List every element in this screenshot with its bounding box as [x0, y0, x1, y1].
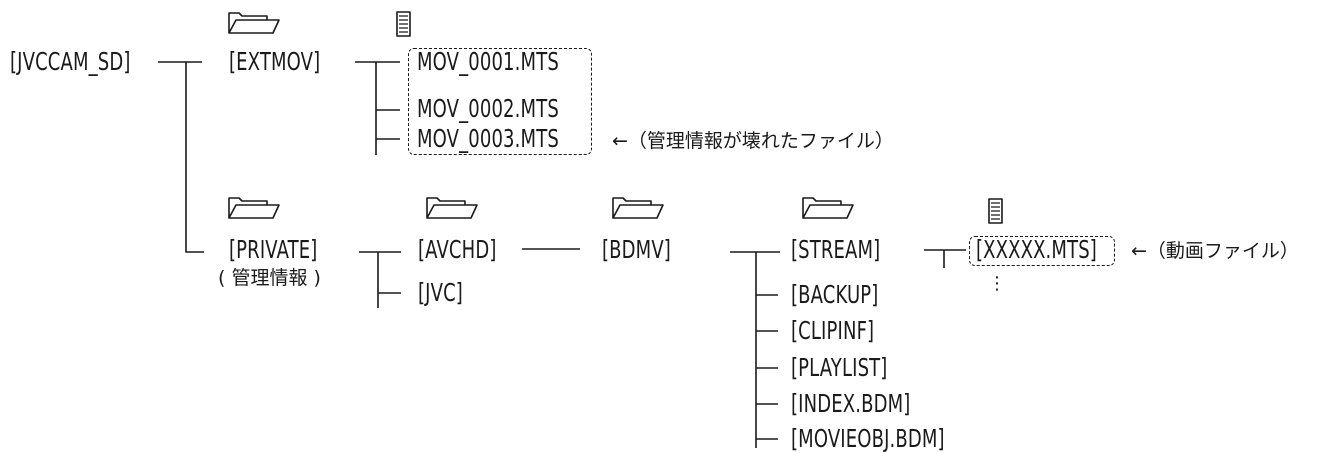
- bdmv-child-playlist: [PLAYLIST]: [791, 353, 888, 382]
- connector-line: [924, 249, 966, 268]
- extmov-file-2: MOV_0002.MTS: [417, 94, 559, 123]
- folder-icon: [228, 197, 280, 219]
- video-file-note: ←（動画ファイル）: [1131, 240, 1299, 262]
- file-icon: [988, 198, 1003, 224]
- bdmv-child-movieobj: [MOVIEOBJ.BDM]: [791, 424, 945, 453]
- dashed-box-stream-file: [969, 236, 1115, 266]
- jvc-folder-label: [JVC]: [418, 278, 463, 307]
- bdmv-child-clipinf: [CLIPINF]: [791, 316, 875, 345]
- stream-file-label: [XXXXX.MTS]: [976, 235, 1097, 264]
- dashed-box-extmov-files: [408, 48, 592, 155]
- extmov-file-1: MOV_0001.MTS: [417, 47, 559, 76]
- broken-file-note: ←（管理情報が壊れたファイル）: [612, 130, 894, 152]
- connector-line: [355, 61, 400, 155]
- bdmv-child-index: [INDEX.BDM]: [791, 389, 911, 418]
- connector-line: [158, 61, 204, 253]
- extmov-folder-label: [EXTMOV]: [229, 47, 321, 76]
- bdmv-child-backup: [BACKUP]: [791, 280, 879, 309]
- extmov-file-3: MOV_0003.MTS: [417, 124, 559, 153]
- connector-line: [730, 251, 780, 448]
- folder-icon: [612, 197, 664, 219]
- root-folder-label: [JVCCAM_SD]: [10, 47, 131, 76]
- private-folder-label: [PRIVATE]: [229, 235, 318, 264]
- private-caption: ( 管理情報 ): [218, 267, 321, 289]
- bdmv-folder-label: [BDMV]: [602, 235, 671, 264]
- connector-line: [359, 251, 401, 308]
- folder-icon: [228, 12, 280, 34]
- bdmv-child-stream: [STREAM]: [791, 235, 881, 264]
- file-icon: [396, 11, 411, 37]
- more-files-ellipsis: ⋮: [988, 273, 1006, 294]
- folder-icon: [426, 197, 478, 219]
- avchd-folder-label: [AVCHD]: [418, 235, 497, 264]
- folder-icon: [802, 197, 854, 219]
